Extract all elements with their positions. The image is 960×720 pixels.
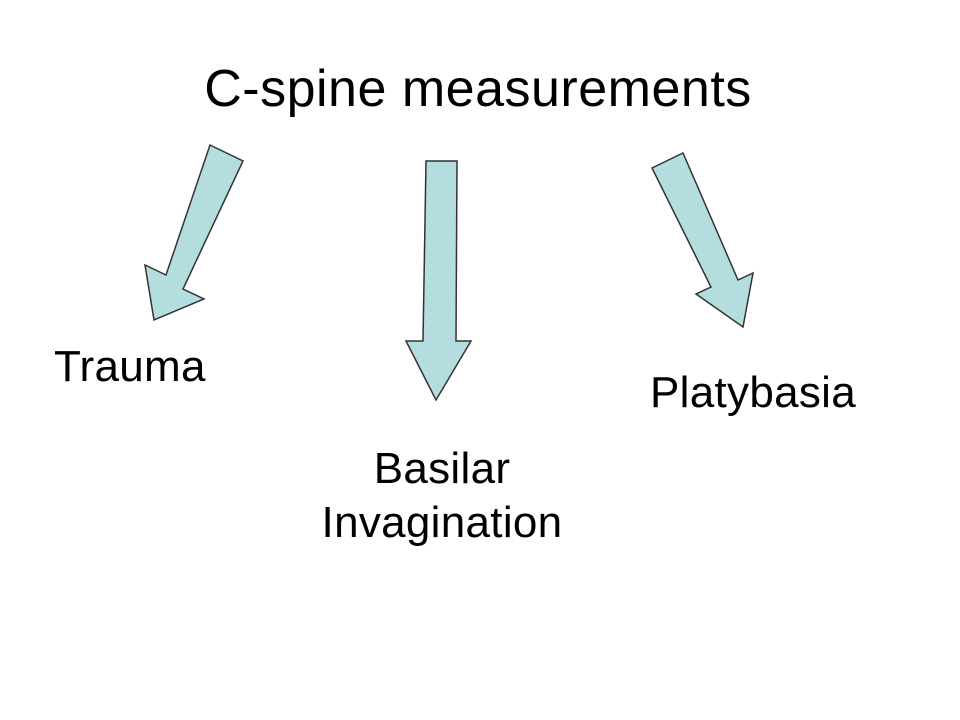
slide-title: C-spine measurements (204, 60, 752, 118)
branch-label-basilar-line2: Invagination (321, 498, 563, 548)
branch-label-basilar-invagination: Basilar Invagination (290, 442, 594, 550)
arrow-to-basilar-invagination (404, 160, 473, 402)
branch-label-platybasia: Platybasia (650, 368, 857, 417)
branch-label-trauma: Trauma (54, 342, 206, 391)
arrow-to-trauma (144, 143, 244, 322)
arrow-to-platybasia (650, 151, 755, 329)
branch-label-basilar-line1: Basilar (373, 444, 511, 493)
